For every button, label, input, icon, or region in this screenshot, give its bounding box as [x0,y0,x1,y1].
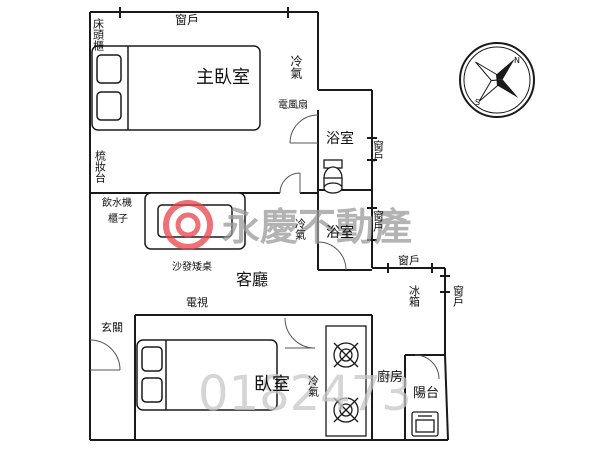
window-right-2-label: 窗戶 [372,209,385,233]
kitchen-label: 廚房 [377,369,403,385]
stove [325,325,367,437]
sofa-table-label: 沙發矮桌 [172,260,212,273]
window-top-label: 窗戶 [175,13,199,27]
headboard-label: 床頭櫃 [92,17,105,52]
tv-label: 電視 [186,295,208,309]
toilets [323,159,343,194]
compass-north: N [514,56,520,65]
window-marks [119,7,450,293]
labels: 窗戶 主臥室 冷氣 電風扇 床頭櫃 梳妝台 浴室 窗戶 浴室 窗戶 冷氣 飲水機… [92,13,465,401]
compass-needle-icon [475,58,519,102]
fridge-label: 冰箱 [408,285,421,308]
water-dispenser-label: 飲水機 [102,196,132,209]
watermark-logo-icon [163,200,213,250]
entrance-label: 玄關 [101,320,123,334]
window-far-right-label: 窗戶 [452,284,465,308]
watermark: 永慶不動產 0182473 [163,200,412,422]
window-mid-label: 窗戶 [398,253,420,267]
ac-master-label: 冷氣 [289,55,303,79]
door-swings [89,114,440,380]
watermark-code: 0182473 [198,366,412,422]
watermark-brand: 永慶不動產 [222,205,412,249]
window-right-1-label: 窗戶 [372,139,385,163]
master-bedroom-label: 主臥室 [196,67,250,88]
ac-bedroom-label: 冷氣 [307,375,320,397]
electric-fan-label: 電風扇 [278,98,308,111]
dresser-label: 梳妝台 [94,149,107,183]
balcony-label: 陽台 [413,386,439,401]
bathroom-2-label: 浴室 [326,224,354,241]
bedroom-bed [136,339,278,411]
compass-south: S [475,98,480,107]
master-bed [91,45,261,131]
living-room-label: 客廳 [236,270,268,289]
compass: N S [459,42,535,118]
bedroom-label: 臥室 [254,374,290,395]
ac-living-label: 冷氣 [294,218,307,240]
cabinet-label: 櫃子 [108,212,128,225]
bathroom-1-label: 浴室 [326,130,354,147]
washing-machine [411,411,439,437]
